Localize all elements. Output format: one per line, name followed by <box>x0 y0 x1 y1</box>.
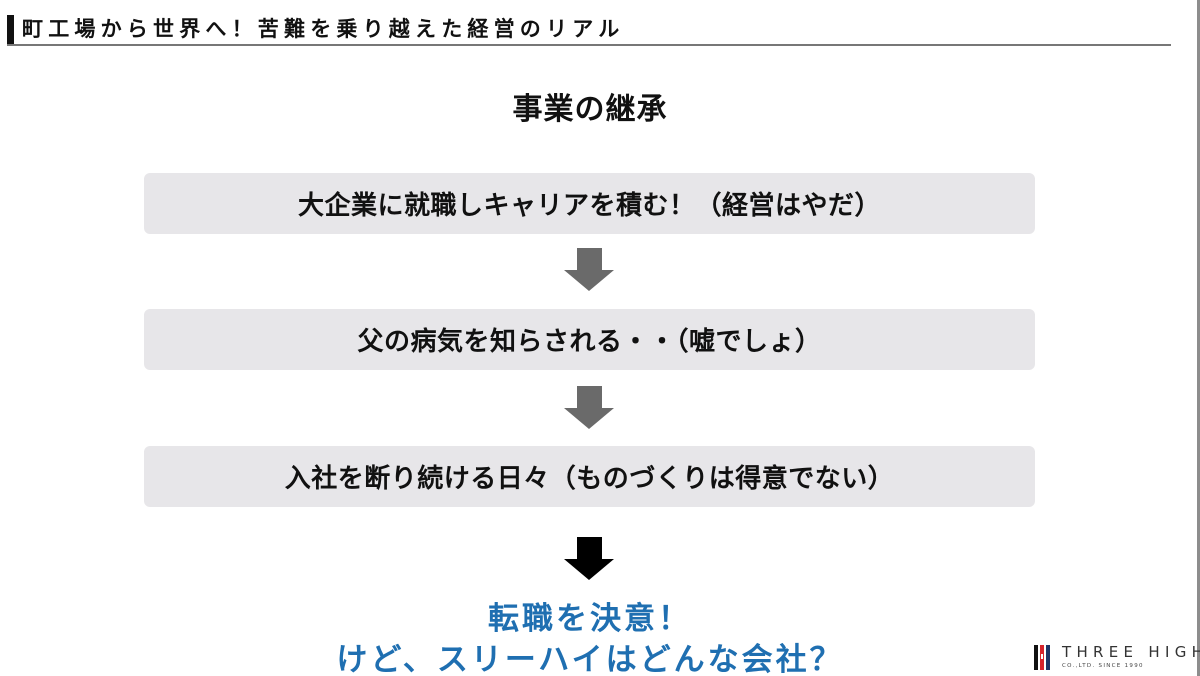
company-logo: THREE HIGH CO.,LTD. SINCE 1990 <box>1034 644 1200 672</box>
header-accent-bar <box>7 15 14 46</box>
step-box-2: 父の病気を知らされる・・（嘘でしょ） <box>144 309 1035 370</box>
logo-name: THREE HIGH <box>1062 643 1200 661</box>
header-divider <box>7 44 1171 46</box>
step-label: 大企業に就職しキャリアを積む！（経営はやだ） <box>297 191 881 221</box>
header-title: 町工場から世界へ！苦難を乗り越えた経営のリアル <box>22 17 625 41</box>
conclusion-line-1: 転職を決意！ <box>488 601 692 637</box>
slide-header: 町工場から世界へ！苦難を乗り越えた経営のリアル <box>0 0 1200 50</box>
conclusion-line-2: けど、スリーハイはどんな会社？ <box>336 642 844 676</box>
down-arrow-icon <box>564 537 614 581</box>
slide-title: 事業の継承 <box>512 92 668 127</box>
logo-mark-icon <box>1034 645 1051 670</box>
logo-subtitle: CO.,LTD. SINCE 1990 <box>1062 663 1144 669</box>
step-label: 入社を断り続ける日々（ものづくりは得意でない） <box>284 464 895 494</box>
step-box-1: 大企業に就職しキャリアを積む！（経営はやだ） <box>144 173 1035 234</box>
down-arrow-icon <box>564 248 614 292</box>
down-arrow-icon <box>564 386 614 430</box>
step-box-3: 入社を断り続ける日々（ものづくりは得意でない） <box>144 446 1035 507</box>
slide-right-edge <box>1197 0 1200 676</box>
step-label: 父の病気を知らされる・・（嘘でしょ） <box>357 327 822 357</box>
